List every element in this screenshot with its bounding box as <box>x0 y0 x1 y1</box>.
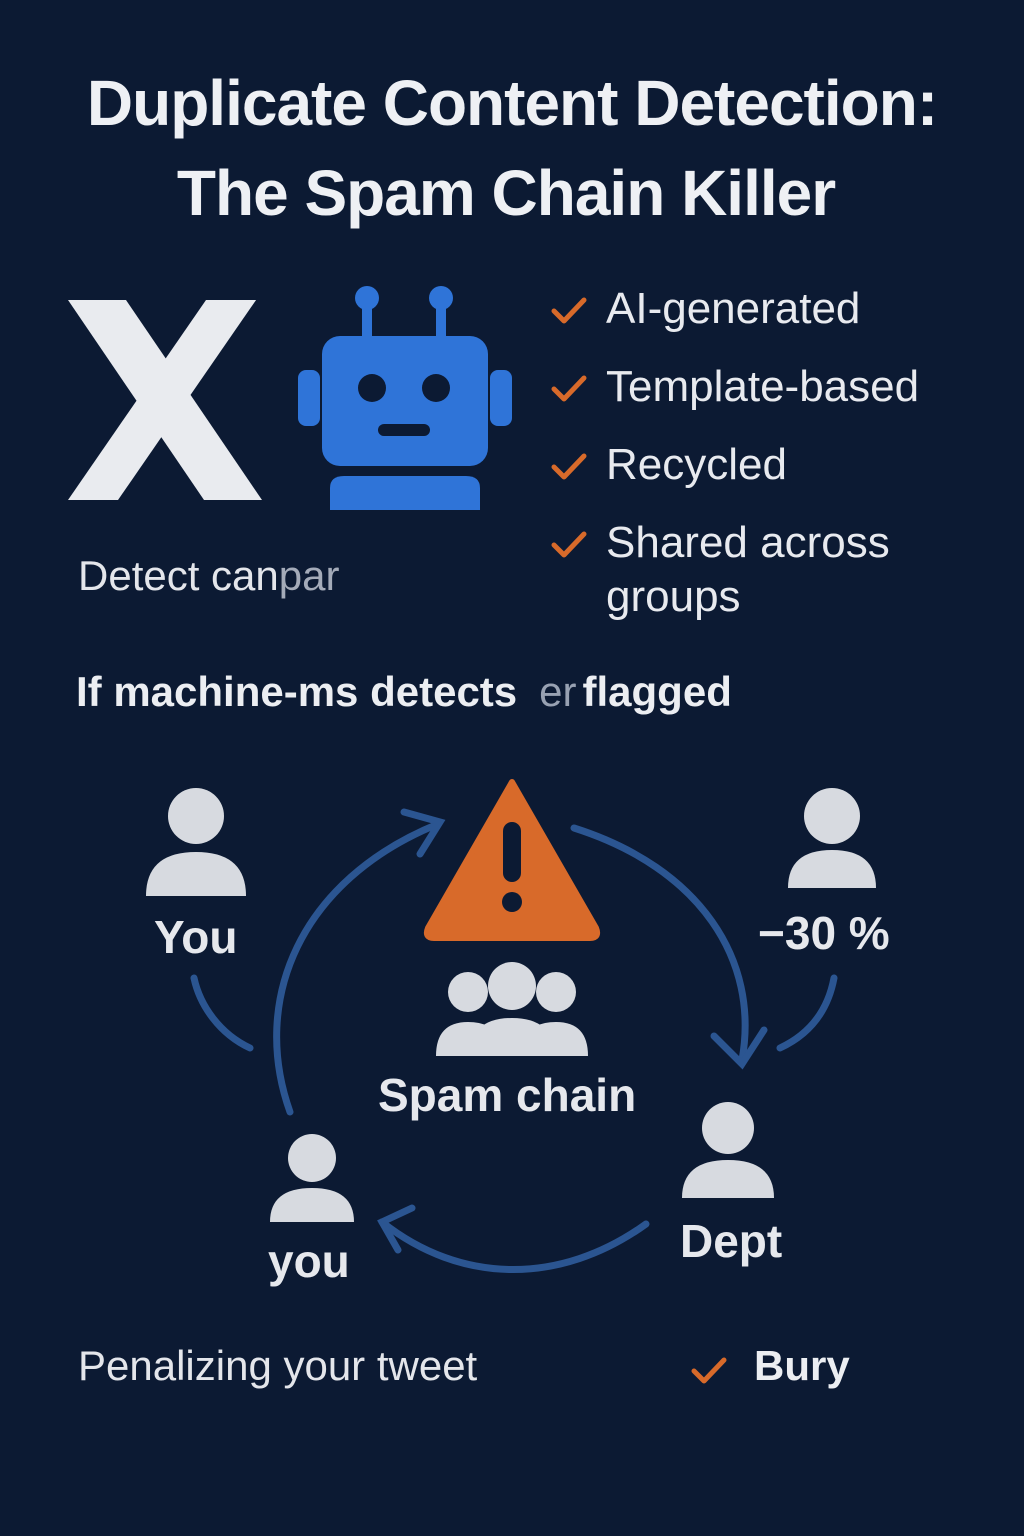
connector-percent <box>776 974 838 1052</box>
arrow-warning-to-dept <box>570 824 749 1064</box>
flag-statement-part1: If machine-ms detects <box>76 668 518 715</box>
person-icon <box>788 788 876 888</box>
detect-caption-main: Detect can <box>78 552 279 599</box>
arrow-head-bottom <box>377 1204 416 1254</box>
title-line-1: Duplicate Content Detection: <box>86 67 938 139</box>
arrow-left-to-warning <box>273 820 442 1116</box>
checkmark-icon <box>551 531 587 558</box>
node-label-percent: −30 % <box>758 907 890 959</box>
bury-label: Bury <box>754 1342 850 1389</box>
arrow-head-right <box>710 1026 768 1070</box>
spam-chain-cycle-diagram <box>146 779 876 1273</box>
person-icon <box>682 1102 774 1198</box>
person-icon <box>270 1134 354 1222</box>
check-item-ai-generated: AI-generated <box>548 282 1008 336</box>
checkmark-icon <box>551 453 587 480</box>
node-label-dept: Dept <box>680 1215 783 1267</box>
checkmark-icon <box>691 1357 727 1384</box>
check-item-label: Recycled <box>606 440 787 489</box>
detect-caption: Detect canpar <box>78 552 339 600</box>
node-label-spam-chain: Spam chain <box>378 1069 637 1121</box>
flag-statement-faded: er <box>539 668 577 715</box>
check-item-template-based: Template-based <box>548 360 1008 414</box>
detect-caption-faded: par <box>278 552 340 599</box>
feature-checklist: AI-generated Template-based Recycled Sha… <box>548 282 1008 648</box>
cycle-arrows <box>190 808 838 1273</box>
x-logo <box>68 300 262 500</box>
check-item-label: Shared across groups <box>606 518 890 621</box>
node-label-you-top: You <box>154 911 238 963</box>
check-item-label: AI-generated <box>606 284 861 333</box>
node-label-you-bottom: you <box>268 1235 350 1287</box>
connector-you <box>190 974 254 1052</box>
penalize-caption: Penalizing your tweet <box>78 1342 478 1389</box>
group-icon <box>436 962 588 1056</box>
check-item-shared-across-groups: Shared across groups <box>548 516 1008 624</box>
check-item-recycled: Recycled <box>548 438 1008 492</box>
person-icon <box>146 788 246 896</box>
check-item-label: Template-based <box>606 362 920 411</box>
arrow-dept-to-you <box>378 1218 650 1273</box>
checkmark-icon <box>551 297 587 324</box>
checkmark-icon <box>551 375 587 402</box>
flag-statement-part2: flagged <box>582 668 732 715</box>
warning-triangle-icon <box>423 779 601 941</box>
arrow-head-left <box>400 808 446 858</box>
robot-icon <box>298 286 512 510</box>
bury-item: Bury <box>688 1342 850 1390</box>
title-line-2: The Spam Chain Killer <box>176 157 836 229</box>
